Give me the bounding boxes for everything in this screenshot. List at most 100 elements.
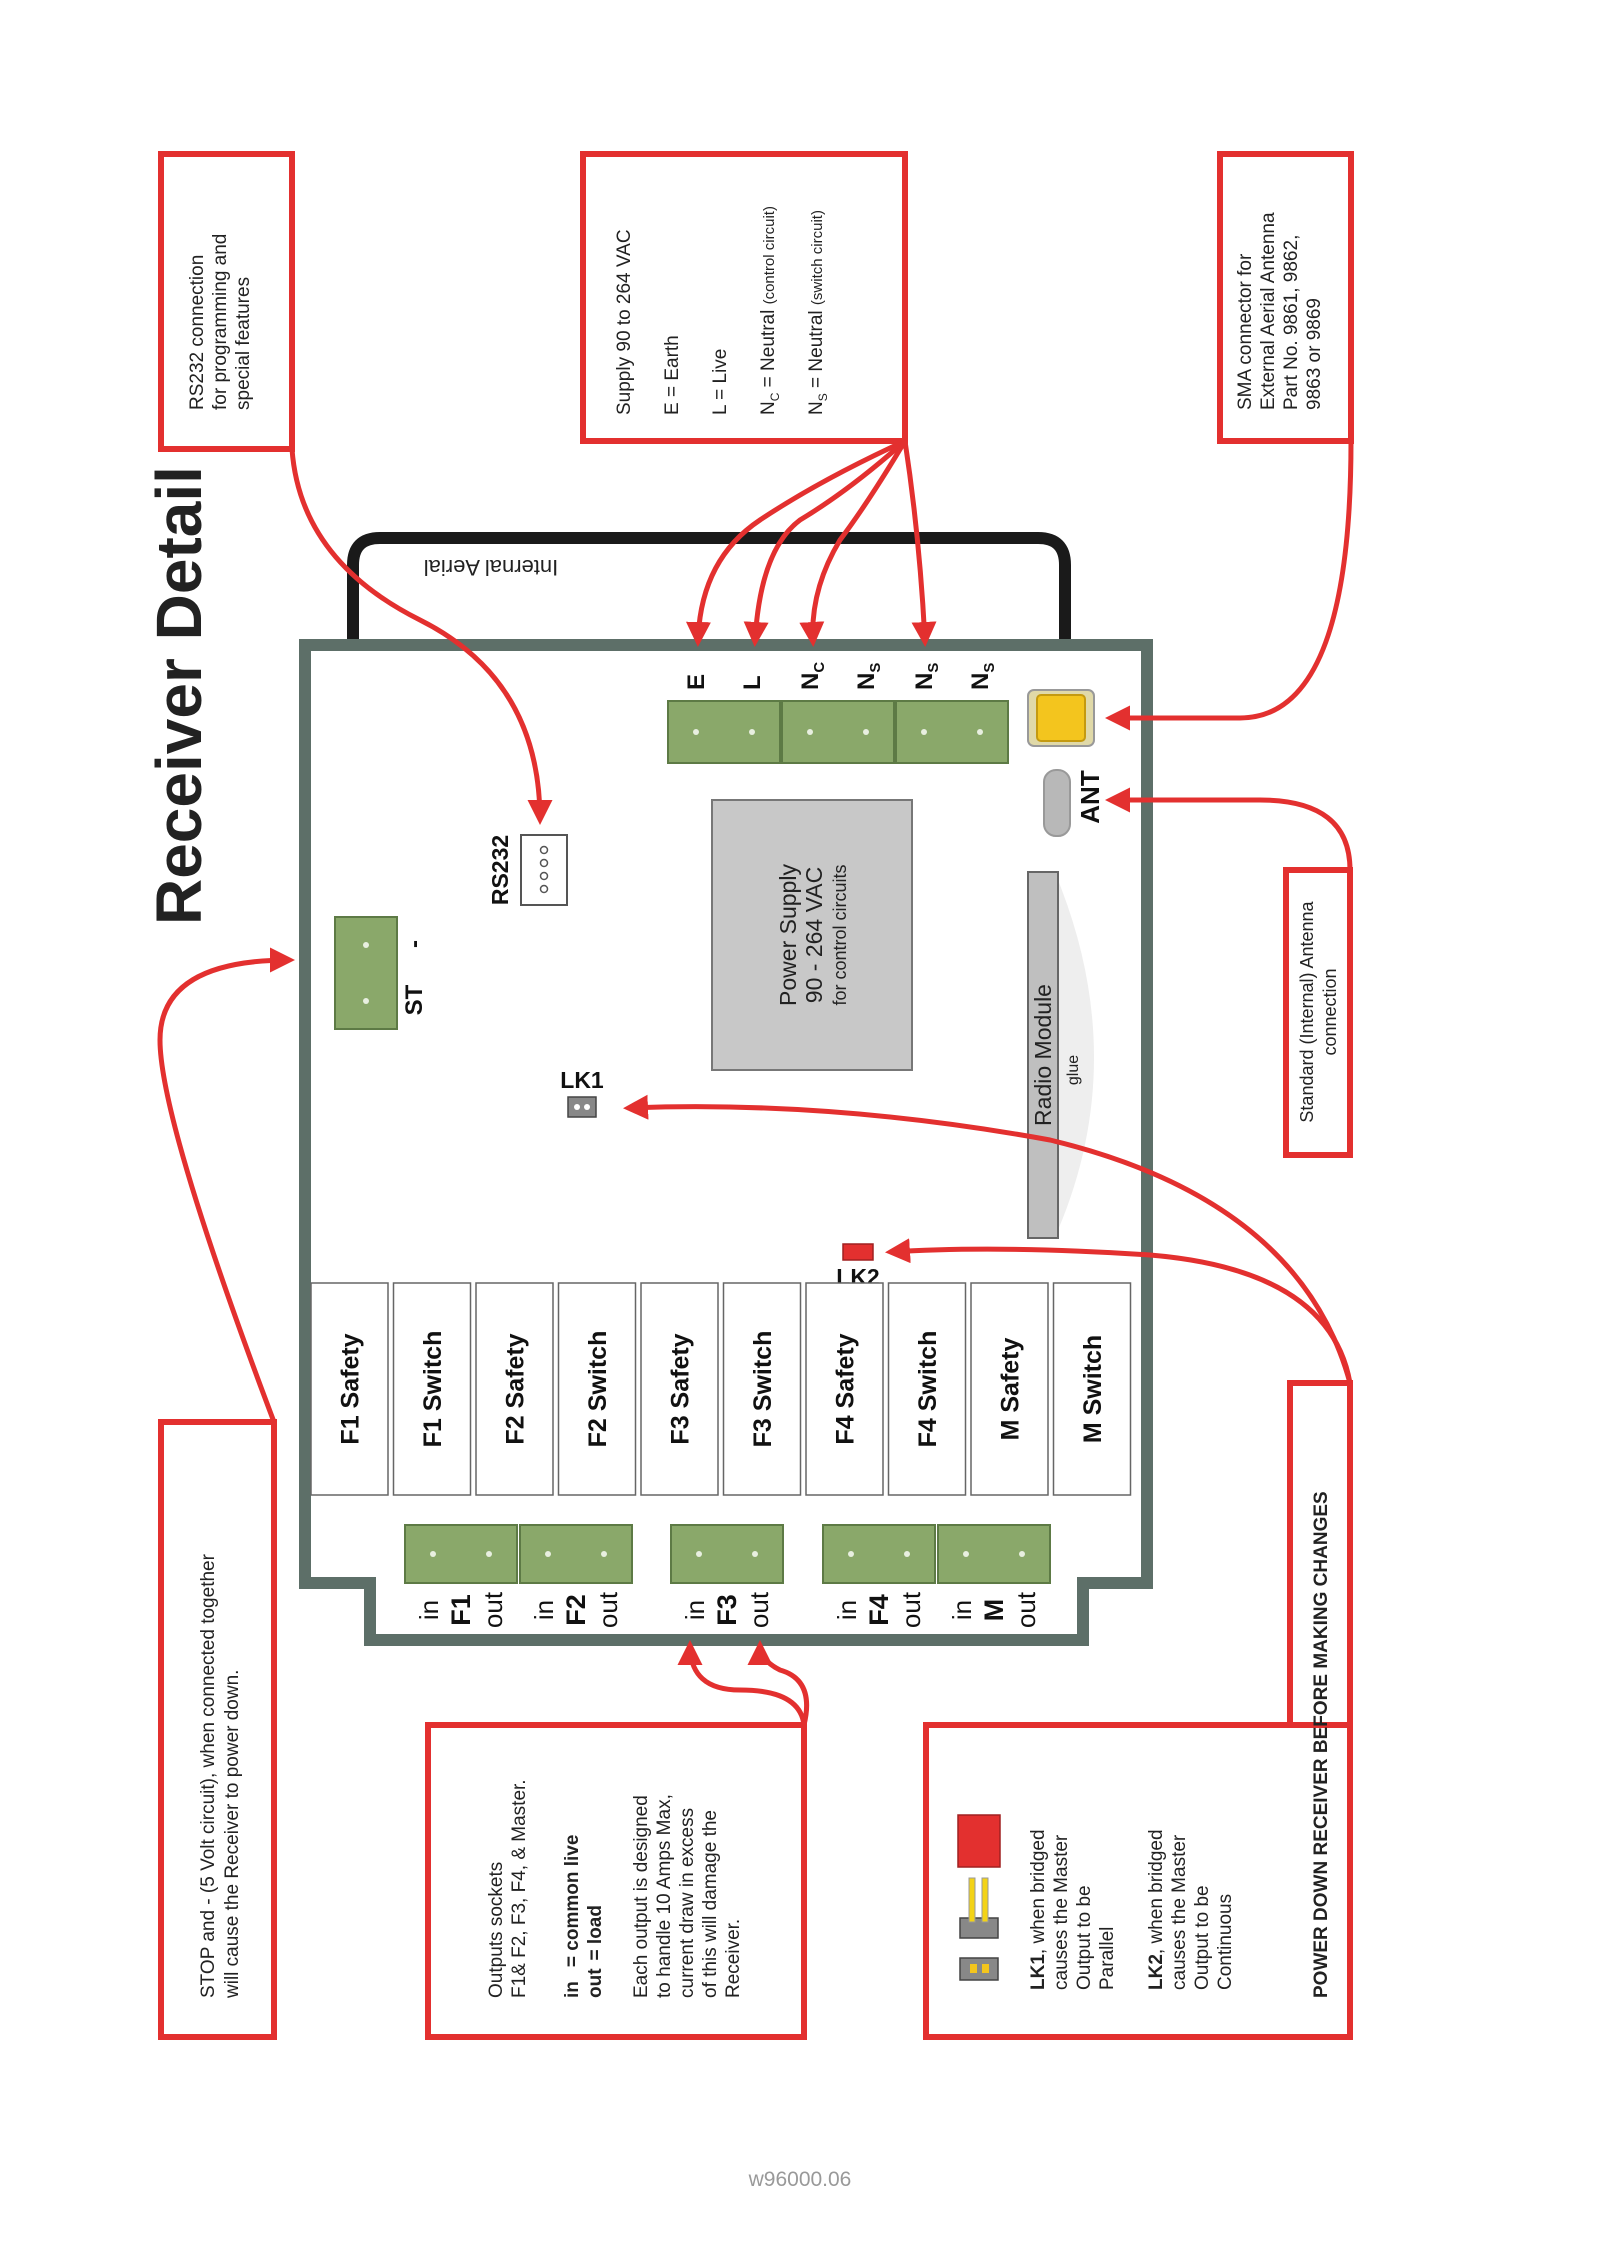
outputs-desc-5: Receiver. — [723, 1919, 744, 1998]
supply-live: L = Live — [710, 349, 731, 415]
st-terminal — [334, 916, 398, 1030]
rs232-callout-line1: RS232 connection — [187, 255, 208, 410]
power-supply-line2: 90 - 264 VAC — [801, 867, 827, 1003]
jumper-open-icon — [959, 1957, 999, 1981]
relay-label-2: F2 Safety — [502, 1333, 530, 1444]
minus-label: - — [401, 940, 428, 948]
power-terminal-letter: N — [853, 673, 880, 690]
relay-label-8: M Safety — [997, 1338, 1025, 1441]
supply-heading: Supply 90 to 264 VAC — [614, 229, 635, 415]
sma-callout-line2: External Aerial Antenna — [1258, 212, 1279, 410]
output-label-1-0: in — [529, 1600, 559, 1620]
relay-label-3: F2 Switch — [584, 1331, 612, 1448]
callout-arrows — [157, 438, 1354, 1726]
relay-label-4: F3 Safety — [667, 1333, 695, 1444]
output-label-0-0: in — [414, 1600, 444, 1620]
rs232-header — [520, 834, 568, 906]
output-label-2-1: F3 — [712, 1594, 742, 1626]
power-terminal-block — [667, 700, 1009, 764]
lk1-desc-4: Parallel — [1097, 1927, 1118, 1990]
power-terminal-label-3: NS — [853, 663, 884, 690]
antenna-callout-line1: Standard (Internal) Antenna — [1297, 900, 1317, 1122]
warning-callout-box — [1287, 1380, 1353, 2037]
arrow-supply-ns — [902, 440, 937, 647]
lk1-desc-3: Output to be — [1074, 1885, 1095, 1990]
power-terminal-sub: S — [981, 663, 998, 673]
jumper-bridged-icon — [959, 1877, 999, 1939]
power-supply-block — [711, 799, 913, 1071]
relay-2 — [475, 1282, 554, 1496]
output-label-4-1: M — [979, 1599, 1009, 1622]
st-label: ST — [401, 984, 428, 1015]
relay-strip: F1 Safety F1 Switch F2 Safety F2 Switch F3 S… — [310, 1282, 1132, 1496]
sma-callout-box — [1217, 151, 1354, 444]
arrow-antenna — [1105, 787, 1353, 871]
arrow-outputs-out — [747, 1640, 810, 1726]
lk1-desc-2: causes the Master — [1051, 1834, 1072, 1990]
relay-1 — [392, 1282, 472, 1496]
arrow-supply-e — [685, 438, 907, 647]
glue-label: glue — [1065, 1055, 1082, 1085]
relay-6 — [805, 1282, 884, 1496]
power-supply-line1: Power Supply — [775, 864, 801, 1006]
outputs-desc-4: of this will damage the — [700, 1810, 721, 1998]
outputs-in-key: in= common live — [562, 1835, 583, 1998]
outputs-out-key: out= load — [585, 1905, 606, 1998]
relay-4 — [640, 1282, 719, 1496]
relay-label-0: F1 Safety — [337, 1333, 365, 1444]
stop-callout-box — [158, 1419, 277, 2040]
output-label-0-2: out — [478, 1591, 508, 1628]
outputs-desc-2: to handle 10 Amps Max, — [654, 1794, 675, 1998]
output-terminal-blocks — [404, 1524, 1051, 1584]
relay-label-9: M Switch — [1079, 1335, 1107, 1443]
lk2-jumper — [842, 1243, 874, 1261]
output-label-4-2: out — [1011, 1591, 1041, 1628]
power-terminal-letter: L — [739, 675, 766, 690]
output-label-3-1: F4 — [864, 1594, 894, 1626]
output-label-3-0: in — [832, 1600, 862, 1620]
relay-8 — [970, 1282, 1049, 1496]
relay-label-1: F1 Switch — [419, 1331, 447, 1448]
power-terminal-letter: N — [797, 673, 824, 690]
power-supply-line3: for control circuits — [830, 864, 850, 1005]
arrow-stop — [157, 947, 295, 1423]
arrow-supply-l — [743, 439, 907, 647]
lk2-desc-2: causes the Master — [1169, 1834, 1190, 1990]
arrow-sma — [1105, 440, 1354, 731]
internal-aerial-wire — [347, 532, 1071, 760]
antenna-callout-line2: connection — [1320, 968, 1340, 1055]
outputs-line1: Outputs sockets — [486, 1862, 507, 1998]
output-label-1-2: out — [593, 1591, 623, 1628]
arrow-outputs-in — [677, 1640, 807, 1726]
antenna-callout-box — [1283, 867, 1353, 1158]
sma-callout-line1: SMA connector for — [1235, 253, 1256, 410]
links-callout-box — [923, 1722, 1353, 2040]
stop-callout-line2: will cause the Receiver to power down. — [222, 1670, 243, 1999]
arrow-supply-nc — [799, 439, 908, 647]
relay-label-6: F4 Safety — [832, 1333, 860, 1444]
power-terminal-letter: N — [911, 673, 938, 690]
radio-module-label: Radio Module — [1030, 984, 1056, 1126]
document-code: w96000.06 — [748, 2168, 852, 2191]
power-terminal-sub: S — [867, 663, 884, 673]
ant-label: ANT — [1075, 770, 1105, 824]
relay-0 — [310, 1282, 389, 1496]
jumper-red-icon — [957, 1814, 1001, 1868]
supply-neutral-control: NC = Neutral (control circuit) — [758, 206, 782, 415]
sma-callout-line3: Part No. 9861, 9862, — [1281, 235, 1302, 410]
ant-socket — [1043, 769, 1071, 837]
relay-7 — [887, 1282, 967, 1496]
sma-callout-line4: 9863 or 9869 — [1304, 298, 1325, 410]
arrow-lk1 — [623, 1094, 1353, 1384]
power-terminal-sub: C — [811, 662, 828, 673]
power-terminal-label-5: NS — [967, 663, 998, 690]
supply-callout-box — [580, 151, 908, 444]
warning-text: POWER DOWN RECEIVER BEFORE MAKING CHANGE… — [1311, 1491, 1332, 1998]
output-label-2-0: in — [680, 1600, 710, 1620]
output-label-4-0: in — [947, 1600, 977, 1620]
sma-connector — [1027, 689, 1095, 747]
rs232-callout-line3: special features — [233, 277, 254, 410]
arrow-lk2 — [885, 1238, 1353, 1384]
